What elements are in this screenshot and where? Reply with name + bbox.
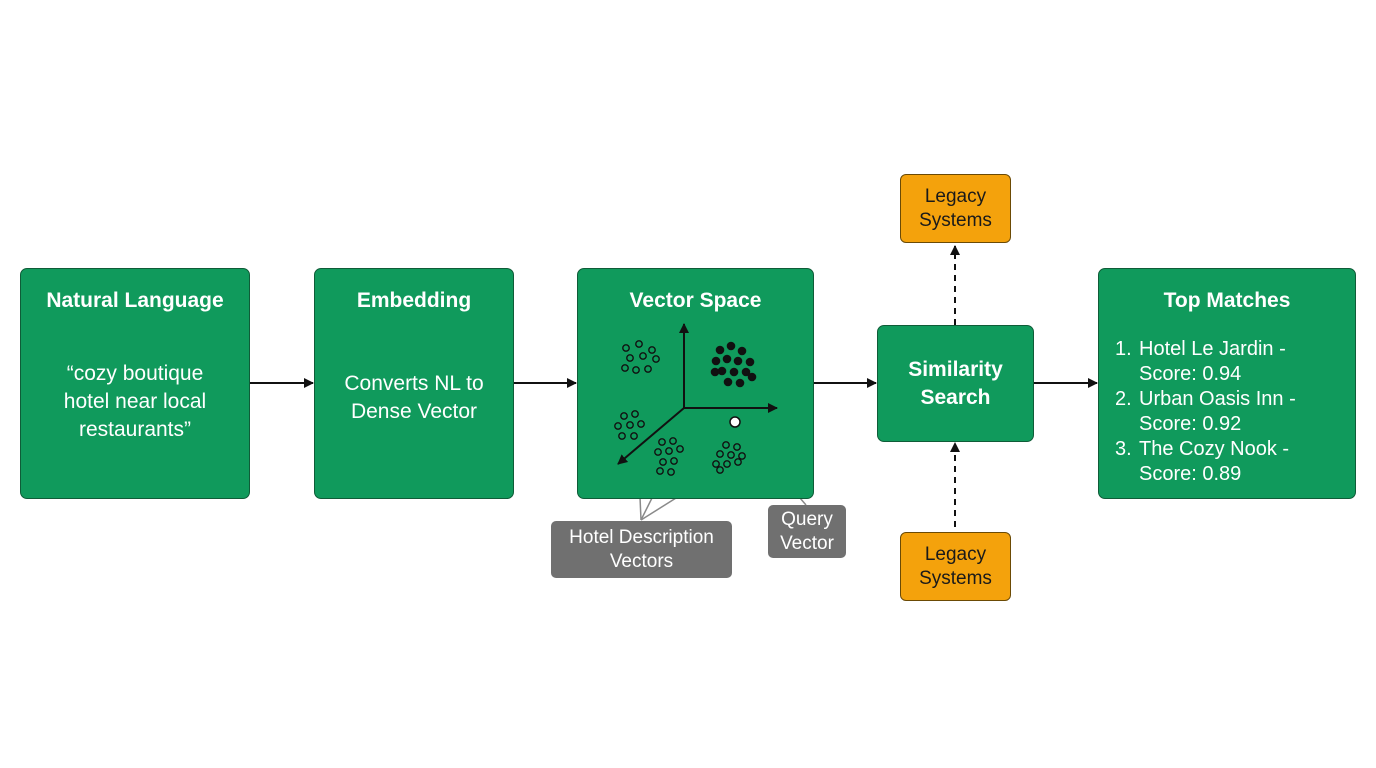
hotel-vectors-line: Hotel Description [569, 526, 714, 548]
natural-language-title: Natural Language [46, 289, 224, 312]
match-hotel: Urban Oasis Inn - [1139, 388, 1296, 410]
query-line: hotel near local [63, 390, 207, 413]
query-line: “cozy boutique [66, 362, 204, 385]
match-rank: 1. [1115, 338, 1132, 360]
match-hotel: The Cozy Nook - [1139, 438, 1290, 460]
query-line: restaurants” [78, 418, 192, 441]
legacy-bottom-line: Systems [919, 567, 992, 589]
embedding-title: Embedding [356, 289, 472, 312]
similarity-title-line: Similarity [908, 357, 1003, 381]
vector-space-title: Vector Space [629, 289, 762, 312]
legacy-systems-bottom-box: Legacy Systems [900, 532, 1011, 601]
match-score: Score: 0.94 [1139, 363, 1242, 385]
query-vector-line: Vector [780, 532, 834, 554]
match-hotel: Hotel Le Jardin - [1139, 338, 1286, 360]
list-item: 1. Hotel Le Jardin - Score: 0.94 [1115, 337, 1347, 387]
top-matches-title: Top Matches [1163, 289, 1291, 312]
list-item: 3. The Cozy Nook - Score: 0.89 [1115, 437, 1347, 487]
natural-language-box: Natural Language “cozy boutique hotel ne… [20, 268, 250, 499]
legacy-top-line: Systems [919, 209, 992, 231]
match-rank: 3. [1115, 438, 1132, 460]
legacy-bottom-line: Legacy [924, 543, 987, 565]
legacy-systems-top-box: Legacy Systems [900, 174, 1011, 243]
similarity-title-line: Search [920, 385, 991, 409]
embedding-box: Embedding Converts NL to Dense Vector [314, 268, 514, 499]
match-score: Score: 0.89 [1139, 463, 1242, 485]
natural-language-query: “cozy boutique hotel near local restaura… [21, 360, 249, 444]
top-matches-list: 1. Hotel Le Jardin - Score: 0.94 2. Urba… [1115, 337, 1347, 487]
hotel-vectors-line: Vectors [609, 550, 674, 572]
match-rank: 2. [1115, 388, 1132, 410]
legacy-top-line: Legacy [924, 185, 987, 207]
match-score: Score: 0.92 [1139, 413, 1242, 435]
top-matches-box: Top Matches 1. Hotel Le Jardin - Score: … [1098, 268, 1356, 499]
similarity-search-box: Similarity Search [877, 325, 1034, 442]
list-item: 2. Urban Oasis Inn - Score: 0.92 [1115, 387, 1347, 437]
embedding-description: Converts NL to Dense Vector [315, 370, 513, 426]
hotel-description-vectors-label: Hotel Description Vectors [551, 521, 732, 578]
embedding-desc-line: Dense Vector [350, 400, 478, 423]
vector-space-box: Vector Space [577, 268, 814, 499]
query-vector-label: Query Vector [768, 505, 846, 558]
query-vector-line: Query [781, 508, 833, 530]
embedding-desc-line: Converts NL to [344, 372, 484, 395]
